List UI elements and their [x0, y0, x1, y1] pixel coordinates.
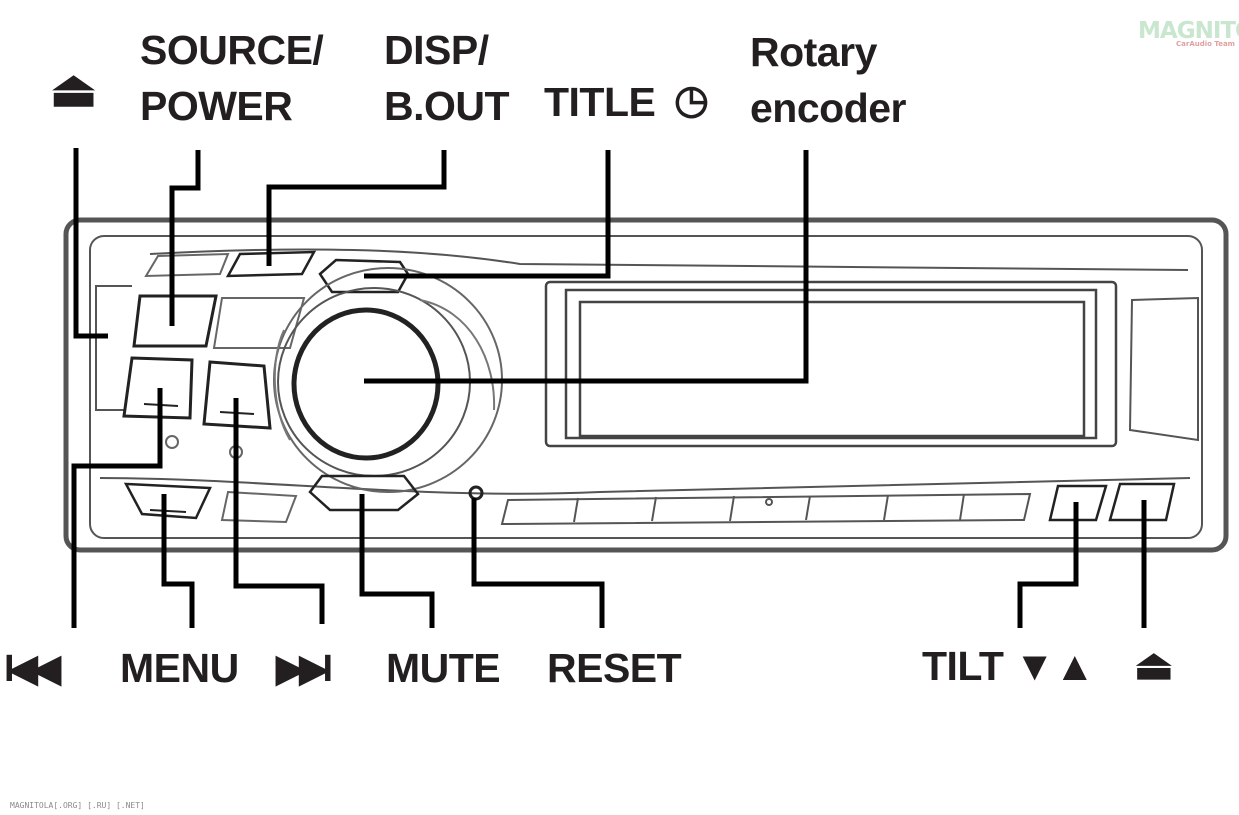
title-leader [364, 150, 611, 279]
next-track-icon: ▶▶I [276, 648, 333, 690]
preset-divider-1 [573, 497, 579, 523]
bottom-left-buttons [123, 482, 298, 524]
upper-right-button-shape [212, 297, 306, 349]
mute-label: MUTE [386, 645, 501, 691]
prev-button-shape [122, 356, 194, 420]
eject-button-shape [1108, 482, 1176, 522]
source-button-shape [132, 294, 218, 348]
disp-bout-label-line2: B.OUT [384, 83, 510, 129]
prev-track-icon: I◀◀ [4, 648, 61, 690]
preset-divider-5 [883, 494, 889, 521]
right-side-panel [1128, 296, 1199, 442]
preset-divider-3 [729, 495, 735, 522]
rotary-label-line2: encoder [750, 85, 907, 131]
release-leader [73, 148, 108, 339]
rotary-leader [364, 150, 809, 384]
faceplate-inner-frame [89, 235, 1203, 539]
release-button-shape [144, 252, 230, 278]
title-label: TITLE [544, 79, 656, 125]
prev-small-jack [165, 435, 179, 449]
faceplate-outer-frame [63, 217, 1229, 553]
display-bezel [564, 288, 1098, 440]
left-button-cluster [122, 294, 306, 459]
watermark-footer: MAGNITOLA[.ORG] [.RU] [.NET] [10, 801, 145, 810]
source-leader [169, 150, 201, 326]
disp-button-shape [225, 250, 317, 278]
disp-leader [266, 150, 447, 266]
preset-divider-4 [805, 495, 811, 521]
menu-leader [161, 494, 195, 628]
faceplate-bottom-contour [99, 477, 1191, 495]
release-eject-icon: ⏏ [50, 61, 98, 117]
leader-lines [71, 148, 1147, 628]
right-buttons [1048, 296, 1199, 522]
display-area [544, 280, 1118, 448]
aux-button-shape [220, 490, 298, 524]
tilt-button-shape [1048, 484, 1108, 522]
rotary-right-highlight [419, 299, 496, 411]
clock-icon: ◷ [674, 78, 709, 122]
rotary-left-highlight [273, 329, 291, 441]
preset-center-dot [765, 498, 773, 506]
menu-button-shape [123, 482, 212, 520]
top-buttons [144, 250, 410, 294]
rotary-label-line1: Rotary [750, 29, 877, 75]
tilt-label: TILT ▼▲ [922, 643, 1095, 689]
disp-bout-label-line1: DISP/ [384, 27, 489, 73]
source-power-label-line2: POWER [140, 83, 293, 129]
reset-leader [471, 498, 605, 628]
prev-leader [71, 388, 163, 628]
watermark-subtitle: CarAudio Team [1176, 40, 1235, 48]
preset-buttons [500, 492, 1032, 526]
faceplate-left-bulge [95, 285, 132, 411]
eject-icon: ⏏ [1134, 641, 1174, 688]
menu-button-mark [149, 509, 187, 513]
rotary-knob [291, 307, 441, 461]
mute-leader [359, 494, 435, 628]
source-power-label-line1: SOURCE/ [140, 27, 324, 73]
next-leader [233, 398, 325, 624]
next-button-shape [202, 360, 272, 430]
mute-button-shape [308, 474, 420, 512]
preset-divider-2 [651, 496, 657, 522]
display-screen [578, 300, 1086, 438]
preset-divider-6 [959, 493, 965, 521]
faceplate-top-contour [149, 248, 1189, 271]
watermark-logo: MAGNITOLA [1138, 18, 1239, 44]
display-outer [544, 280, 1118, 448]
faceplate [63, 217, 1229, 553]
tilt-leader [1017, 502, 1079, 628]
menu-label: MENU [120, 645, 239, 691]
reset-label: RESET [547, 645, 682, 691]
rotary-encoder-assembly [273, 267, 503, 512]
preset-strip [500, 492, 1032, 526]
